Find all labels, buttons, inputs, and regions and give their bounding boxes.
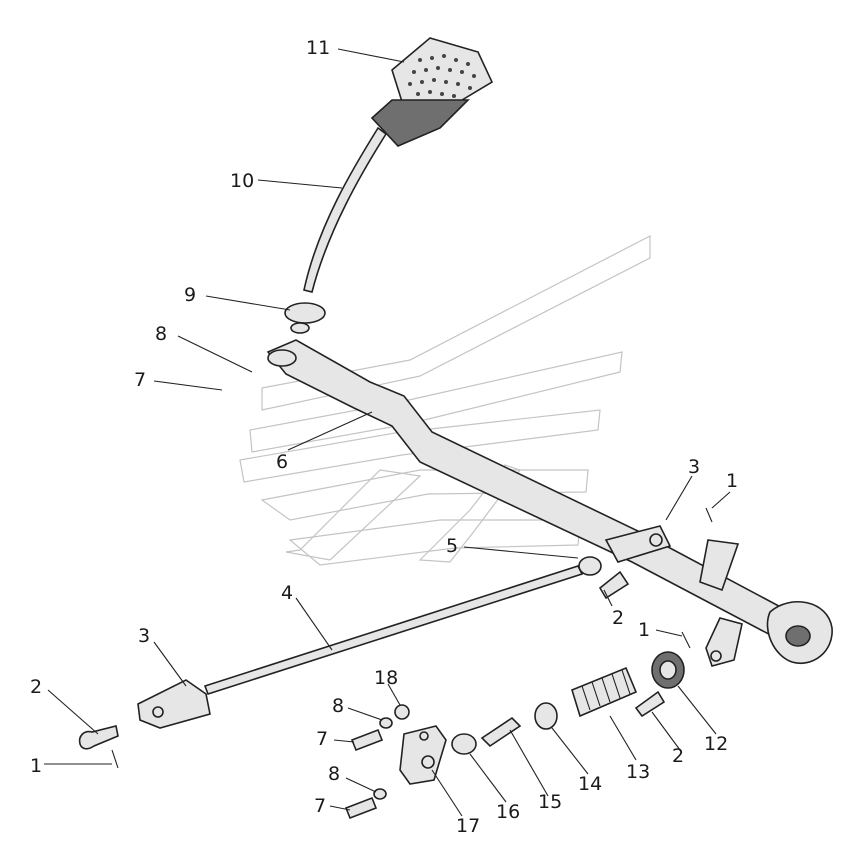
leader-lines xyxy=(44,48,731,817)
callout-11: 11 xyxy=(306,37,330,59)
washer-8-lower xyxy=(373,788,387,800)
callout-8: 8 xyxy=(328,763,340,785)
cotter-pin xyxy=(111,507,713,769)
main-lever-shaft xyxy=(266,339,833,667)
callout-18: 18 xyxy=(374,667,398,689)
bolt-7-upper xyxy=(350,728,384,752)
nut-16 xyxy=(451,733,477,755)
pull-rod xyxy=(203,565,584,695)
callout-1: 1 xyxy=(30,755,42,777)
bolt-7-lower xyxy=(344,796,378,820)
washer-18 xyxy=(394,704,410,720)
bracket-17 xyxy=(399,725,447,785)
callout-labels: 11 10 9 8 7 6 3 1 5 4 2 1 3 2 1 18 8 7 8… xyxy=(30,37,738,837)
pedal-pad xyxy=(370,37,494,147)
pedal-arm xyxy=(303,126,388,293)
cap-12 xyxy=(651,651,685,689)
callout-7: 7 xyxy=(314,795,326,817)
callout-12: 12 xyxy=(704,733,728,755)
callout-16: 16 xyxy=(496,801,520,823)
callout-13: 13 xyxy=(626,761,650,783)
callout-9: 9 xyxy=(184,284,196,306)
callout-17: 17 xyxy=(456,815,480,837)
bolt-2-left xyxy=(78,725,119,750)
callout-7: 7 xyxy=(316,728,328,750)
callout-15: 15 xyxy=(538,791,562,813)
bolt-2-center xyxy=(598,570,630,600)
washer-8-upper xyxy=(379,717,393,729)
clevis-upper xyxy=(604,525,672,563)
callout-1: 1 xyxy=(638,619,650,641)
callout-8: 8 xyxy=(155,323,167,345)
callout-2: 2 xyxy=(672,745,684,767)
callout-2: 2 xyxy=(612,607,624,629)
callout-6: 6 xyxy=(276,451,288,473)
pin-15 xyxy=(480,716,522,748)
callout-7: 7 xyxy=(134,369,146,391)
callout-10: 10 xyxy=(230,170,254,192)
callout-2: 2 xyxy=(30,676,42,698)
callout-14: 14 xyxy=(578,773,602,795)
callout-4: 4 xyxy=(281,582,293,604)
bolt-2-right xyxy=(634,690,666,718)
cup-14 xyxy=(534,702,558,730)
callout-5: 5 xyxy=(446,535,458,557)
clevis-lower xyxy=(137,679,211,729)
spring-13 xyxy=(571,666,638,718)
washer-9 xyxy=(284,302,326,334)
callout-8: 8 xyxy=(332,695,344,717)
callout-3: 3 xyxy=(138,625,150,647)
callout-3: 3 xyxy=(688,456,700,478)
callout-1: 1 xyxy=(726,470,738,492)
nut-5 xyxy=(578,556,602,576)
